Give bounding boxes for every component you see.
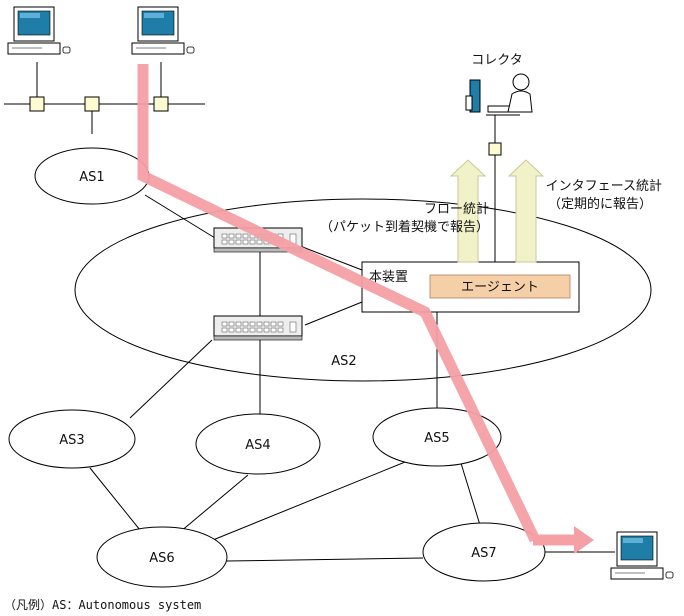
user-at-pc-icon [465, 73, 533, 116]
if-stats-arrow [507, 159, 545, 263]
as7-ellipse [422, 522, 546, 582]
as4-label: AS4 [245, 438, 270, 453]
flow-path [137, 64, 540, 543]
device-title: 本装置 [369, 270, 408, 285]
as7-label: AS7 [471, 546, 496, 561]
lan-segment [4, 62, 205, 134]
flow-arrowhead [574, 526, 594, 554]
as5-ellipse [372, 407, 502, 467]
agent-label: エージェント [461, 280, 539, 295]
collector-port [488, 142, 502, 156]
as-nodes [8, 147, 652, 588]
flow-stats-label: フロー統計 [424, 201, 489, 217]
as6-ellipse [96, 526, 228, 588]
as3-label: AS3 [59, 433, 84, 448]
if-stats-label: インタフェース統計 [546, 178, 662, 194]
legend: （凡例）AS：Autonomous system [4, 598, 201, 612]
agent-box [429, 274, 571, 299]
switch-icon [213, 315, 303, 341]
pc-icon [610, 531, 674, 580]
pc-icon [7, 6, 71, 55]
as4-ellipse [195, 413, 321, 475]
report-arrows [449, 159, 545, 263]
flow-stats-sublabel: （パケット到着契機で報告） [320, 219, 489, 235]
as2-label: AS2 [331, 354, 356, 369]
as2-ellipse [74, 198, 652, 382]
as1-label: AS1 [79, 170, 104, 185]
if-stats-sublabel: （定期的に報告） [548, 196, 652, 212]
as6-label: AS6 [149, 551, 174, 566]
collector-label: コレクタ [471, 53, 522, 68]
pc-icon [131, 6, 195, 55]
as5-label: AS5 [424, 431, 449, 446]
flow-stats-arrow [449, 159, 487, 263]
as3-ellipse [8, 409, 136, 469]
